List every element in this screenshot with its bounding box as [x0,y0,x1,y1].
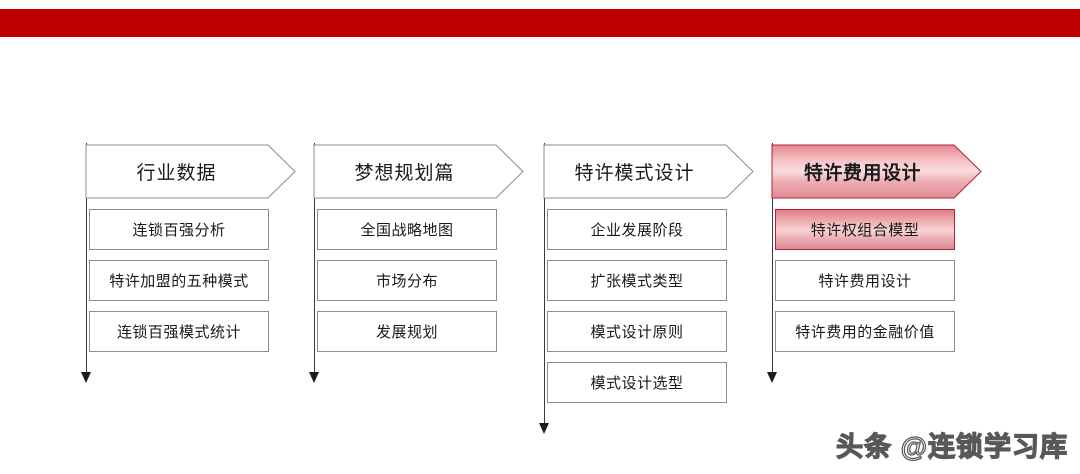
phase-item[interactable]: 特许费用设计 [775,260,955,301]
phase-header-3[interactable]: 特许模式设计 [543,144,755,199]
phase-item-label: 模式设计选型 [590,375,684,392]
phase-item-list-2: 全国战略地图市场分布发展规划 [317,209,497,362]
phase-header-1[interactable]: 行业数据 [85,144,297,199]
phase-item-list-3: 企业发展阶段扩张模式类型模式设计原则模式设计选型 [547,209,727,413]
phase-header-2[interactable]: 梦想规划篇 [313,144,525,199]
phase-header-shape [543,144,754,199]
phase-item-label: 连锁百强分析 [132,222,226,239]
phase-item[interactable]: 连锁百强模式统计 [89,311,269,352]
phase-item-list-1: 连锁百强分析特许加盟的五种模式连锁百强模式统计 [89,209,269,362]
phase-item-label: 全国战略地图 [360,222,454,239]
phase-item-label: 连锁百强模式统计 [116,324,241,341]
phase-header-label: 行业数据 [136,163,217,184]
phase-header-shape [313,144,524,199]
watermark-text: 头条 @连锁学习库 [836,431,1068,462]
phase-header-4[interactable]: 特许费用设计 [771,144,983,199]
flow-arrow-stem [772,143,773,372]
flow-arrow-head [309,372,319,383]
flow-arrow-stem [86,143,87,372]
phase-header-label: 特许模式设计 [574,163,695,184]
phase-item[interactable]: 特许加盟的五种模式 [89,260,269,301]
phase-header-shape [771,144,982,199]
flow-arrow-stem [314,143,315,372]
flow-arrow-stem [544,143,545,423]
phase-item-list-4: 特许权组合模型特许费用设计特许费用的金融价值 [775,209,955,362]
flow-arrow-head [539,423,549,434]
phase-item-label: 特许权组合模型 [810,222,920,239]
phase-item[interactable]: 全国战略地图 [317,209,497,250]
phase-item[interactable]: 模式设计选型 [547,362,727,403]
phase-item[interactable]: 扩张模式类型 [547,260,727,301]
phase-item-label: 特许加盟的五种模式 [109,273,249,290]
phase-item[interactable]: 连锁百强分析 [89,209,269,250]
phase-item[interactable]: 企业发展阶段 [547,209,727,250]
phase-item-label: 发展规划 [375,324,438,341]
phase-item[interactable]: 市场分布 [317,260,497,301]
phase-item[interactable]: 发展规划 [317,311,497,352]
phase-header-label: 特许费用设计 [803,163,921,184]
phase-item[interactable]: 特许费用的金融价值 [775,311,955,352]
phase-header-label: 梦想规划篇 [354,163,455,184]
phase-item[interactable]: 模式设计原则 [547,311,727,352]
phase-item-label: 市场分布 [375,273,438,290]
phase-item-label: 企业发展阶段 [590,222,684,239]
phase-item-label: 特许费用的金融价值 [795,324,935,341]
flow-arrow-head [767,372,777,383]
phase-header-shape [85,144,296,199]
phase-item-label: 特许费用设计 [818,273,912,290]
phase-item[interactable]: 特许权组合模型 [775,209,955,250]
phase-item-label: 模式设计原则 [590,324,684,341]
flow-arrow-head [81,372,91,383]
phase-item-label: 扩张模式类型 [590,273,684,290]
top-red-banner [0,9,1080,37]
